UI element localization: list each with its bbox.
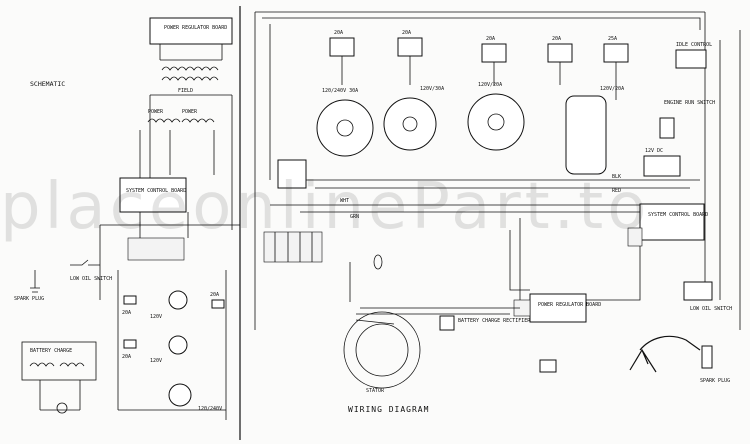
schematic-system-control-label: SYSTEM CONTROL BOARD [126, 188, 186, 194]
schematic-breaker-2-label: 20A [122, 354, 131, 360]
wiring-low-oil-switch-icon [683, 281, 713, 301]
battery-charge-coil-icon [29, 362, 85, 367]
wire-blk-label: BLK [612, 174, 621, 180]
schematic-receptacle-1-icon [168, 290, 188, 310]
breaker-2-icon [397, 37, 423, 57]
wiring-power-regulator-board [529, 293, 587, 323]
wiring-breaker-row: 20A 20A 20A 20A 25A IDLE CONTROL [329, 30, 712, 69]
wiring-title: WIRING DIAGRAM [348, 405, 429, 414]
receptacle-3-label: 120V/20A [478, 82, 502, 88]
stator-icon [343, 311, 421, 389]
idle-control-icon [675, 49, 707, 69]
low-oil-switch-icon [70, 259, 100, 266]
breaker-3-icon [481, 43, 507, 63]
schematic-receptacle-2-label: 120V [150, 358, 162, 364]
wiring-system-control-board [639, 203, 705, 241]
wiring-low-oil-label: LOW OIL SWITCH [690, 306, 732, 312]
breaker-1-icon [329, 37, 355, 57]
schematic-power-left-label: POWER [148, 109, 164, 115]
schematic-breaker-3-icon [211, 299, 225, 309]
schematic-low-oil-label: LOW OIL SWITCH [70, 276, 112, 282]
battery-charge-rectifier-icon [439, 315, 455, 331]
schematic-receptacle-2-icon [168, 335, 188, 355]
breaker-3-label: 20A [486, 36, 495, 42]
power-coil-right-icon [181, 118, 215, 123]
schematic-battery-charge-label: BATTERY CHARGE [30, 348, 72, 354]
receptacle-4-label: 120V/20A [600, 86, 624, 92]
schematic-terminal-block [127, 237, 185, 261]
schematic-spark-plug-label: SPARK PLUG [14, 296, 44, 302]
breaker-main-icon [603, 43, 629, 63]
watermark-text: placeonlinePart.to [0, 170, 650, 244]
receptacle-5-icon [643, 155, 681, 177]
wire-wht-label: WHT [340, 198, 349, 204]
wiring-power-regulator-label: POWER REGULATOR BOARD [538, 302, 601, 308]
receptacle-5-label: 12V DC [645, 148, 663, 154]
receptacle-2-icon [383, 97, 437, 151]
breaker-4-icon [547, 43, 573, 63]
power-coil-left-icon [147, 118, 181, 123]
schematic-receptacle-1-label: 120V [150, 314, 162, 320]
schematic-field-label: FIELD [178, 88, 193, 94]
schematic-breaker-1-label: 20A [122, 310, 131, 316]
breaker-1-label: 20A [334, 30, 343, 36]
engine-run-switch-label: ENGINE RUN SWITCH [664, 100, 715, 106]
schematic-receptacle-3-icon [168, 383, 192, 407]
wiring-spark-plug-label: SPARK PLUG [700, 378, 730, 384]
schematic-power-right-label: POWER [182, 109, 198, 115]
schematic-title: SCHEMATIC [30, 80, 65, 88]
wire-red-label: RED [612, 188, 621, 194]
receptacle-2-label: 120V/30A [420, 86, 444, 92]
wiring-small-module [539, 359, 557, 373]
wire-grn-label: GRN [350, 214, 359, 220]
wiring-fuse-holder [277, 159, 307, 189]
battery-charge-diode-icon [56, 402, 68, 414]
schematic-breaker-2-icon [123, 339, 137, 349]
schematic-system-control-board [119, 177, 187, 213]
schematic-breaker-1-icon [123, 295, 137, 305]
idle-control-label: IDLE CONTROL [676, 42, 712, 48]
receptacle-4-icon [565, 95, 607, 175]
schematic-power-regulator-label: POWER REGULATOR BOARD [164, 25, 227, 31]
battery-charge-rectifier-label: BATTERY CHARGE RECTIFIER [458, 318, 531, 324]
wiring-inline-fuse [373, 254, 383, 270]
wiring-system-control-label: SYSTEM CONTROL BOARD [648, 212, 708, 218]
schematic-battery-charge-box [21, 341, 97, 381]
field-coil-icon [161, 66, 219, 71]
schematic-power-regulator-board [149, 17, 233, 45]
spark-plug-icon [30, 270, 40, 293]
breaker-4-label: 20A [552, 36, 561, 42]
schematic-receptacle-3-label: 120/240V [198, 406, 222, 412]
receptacle-1-label: 120/240V 30A [322, 88, 358, 94]
breaker-2-label: 20A [402, 30, 411, 36]
schematic-breaker-3-label: 20A [210, 292, 219, 298]
receptacle-1-icon [316, 99, 374, 157]
breaker-main-label: 25A [608, 36, 617, 42]
receptacle-3-icon [467, 93, 525, 151]
wiring-spark-plug-boot-icon [629, 348, 657, 373]
wiring-harness [254, 11, 741, 330]
stator-label: STATOR [366, 388, 385, 394]
wiring-spark-plug-icon [701, 345, 713, 369]
engine-run-switch-icon [659, 117, 675, 139]
